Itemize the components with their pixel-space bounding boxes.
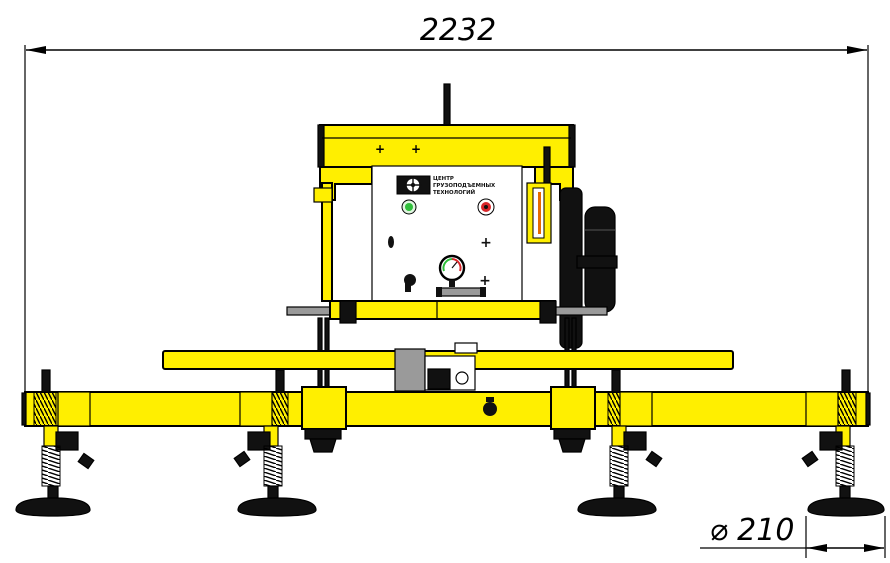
red-indicator-lamp-icon bbox=[477, 198, 495, 216]
suction-mount-3 bbox=[619, 391, 653, 427]
main-beam bbox=[21, 386, 871, 430]
valve-manifold bbox=[439, 287, 483, 297]
svg-text:+: + bbox=[480, 235, 492, 251]
suction-mount-2 bbox=[239, 391, 273, 427]
width-dimension-label: 2232 bbox=[420, 13, 496, 48]
vacuum-block bbox=[394, 342, 478, 392]
suction-pad-4 bbox=[807, 497, 885, 517]
logo-line-1: ЦЕНТР bbox=[433, 176, 454, 182]
pad-diameter-dimension: ⌀ 210 bbox=[700, 513, 886, 558]
suction-pad-3 bbox=[577, 497, 657, 517]
suction-mount-4 bbox=[805, 391, 839, 427]
switch-knob bbox=[388, 236, 394, 248]
joint-block-left bbox=[301, 386, 347, 430]
suction-leg-4 bbox=[801, 425, 885, 517]
upper-frame: + + bbox=[313, 83, 576, 302]
middle-yellow-beam bbox=[329, 300, 556, 320]
suspension-springs bbox=[33, 369, 857, 427]
control-panel: ЦЕНТР ГРУЗОПОДЪЕМНЫХ ТЕХНОЛОГИЙ + + bbox=[371, 165, 523, 302]
left-clamp bbox=[313, 187, 333, 203]
suction-pad-1 bbox=[15, 497, 91, 517]
suction-leg-3 bbox=[577, 425, 663, 517]
suction-leg-1 bbox=[15, 425, 95, 517]
vacuum-gauge-icon bbox=[438, 254, 466, 287]
suction-mount-1 bbox=[57, 391, 91, 427]
left-post bbox=[321, 182, 333, 302]
suction-leg-2 bbox=[233, 425, 317, 517]
logo-line-3: ТЕХНОЛОГИЙ bbox=[433, 188, 476, 196]
company-logo-icon: ЦЕНТР ГРУЗОПОДЪЕМНЫХ ТЕХНОЛОГИЙ bbox=[396, 175, 496, 196]
logo-line-2: ГРУЗОПОДЪЕМНЫХ bbox=[433, 183, 496, 189]
svg-text:+: + bbox=[479, 273, 491, 289]
suction-pad-2 bbox=[237, 497, 317, 517]
pad-diameter-label: ⌀ 210 bbox=[710, 513, 795, 548]
green-indicator-lamp-icon bbox=[401, 199, 417, 215]
top-beam bbox=[319, 124, 574, 168]
main-yellow-beam bbox=[24, 391, 869, 427]
joint-valves bbox=[304, 428, 591, 453]
center-bolt bbox=[483, 402, 497, 416]
svg-text:+: + bbox=[375, 142, 385, 156]
suction-legs bbox=[15, 425, 885, 517]
overall-width-dimension: 2232 bbox=[24, 13, 869, 392]
right-rod bbox=[543, 146, 551, 188]
joint-block-right bbox=[550, 386, 596, 430]
svg-text:+: + bbox=[411, 142, 421, 156]
